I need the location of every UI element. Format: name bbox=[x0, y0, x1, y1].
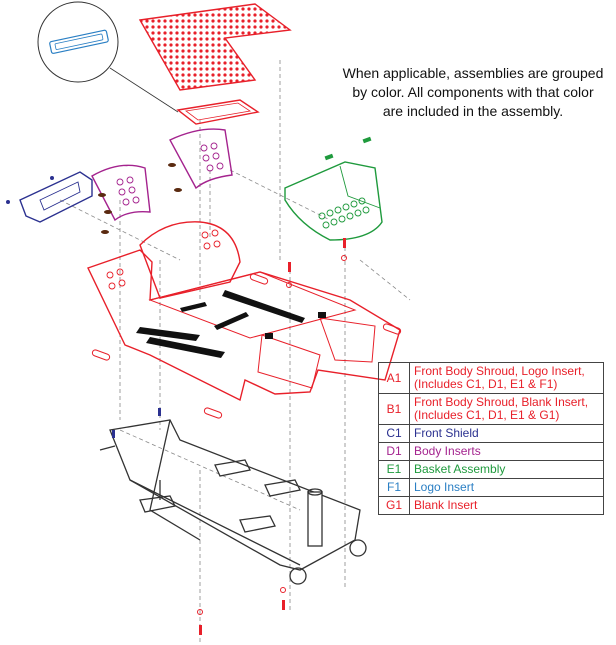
parts-legend-table: A1 Front Body Shroud, Logo Insert, (Incl… bbox=[378, 362, 604, 515]
legend-row-e1: E1 Basket Assembly bbox=[378, 460, 604, 479]
legend-code: A1 bbox=[378, 362, 410, 394]
legend-desc: Front Body Shroud, Blank Insert, (Includ… bbox=[409, 393, 604, 425]
legend-desc: Blank Insert bbox=[409, 496, 604, 515]
legend-row-d1: D1 Body Inserts bbox=[378, 442, 604, 461]
anti-slip-strips bbox=[136, 290, 326, 358]
note-line-2: by color. All components with that color bbox=[352, 84, 594, 100]
legend-desc: Front Shield bbox=[409, 424, 604, 443]
legend-row-b1: B1 Front Body Shroud, Blank Insert, (Inc… bbox=[378, 393, 604, 425]
legend-row-a1: A1 Front Body Shroud, Logo Insert, (Incl… bbox=[378, 362, 604, 394]
legend-code: F1 bbox=[378, 478, 410, 497]
legend-code: E1 bbox=[378, 460, 410, 479]
assembly-color-note: When applicable, assemblies are grouped … bbox=[338, 64, 608, 121]
legend-desc: Basket Assembly bbox=[409, 460, 604, 479]
legend-desc: Body Inserts bbox=[409, 442, 604, 461]
legend-desc: Front Body Shroud, Logo Insert, (Include… bbox=[409, 362, 604, 394]
legend-row-g1: G1 Blank Insert bbox=[378, 496, 604, 515]
body-insert-left bbox=[91, 164, 151, 222]
legend-code: B1 bbox=[378, 393, 410, 425]
logo-insert-plate bbox=[176, 99, 260, 125]
basket-assembly bbox=[284, 136, 383, 241]
logo-insert-callout bbox=[37, 1, 179, 113]
spacer-pads bbox=[91, 273, 402, 419]
top-cover-plate bbox=[138, 3, 292, 91]
legend-code: C1 bbox=[378, 424, 410, 443]
legend-row-f1: F1 Logo Insert bbox=[378, 478, 604, 497]
legend-row-c1: C1 Front Shield bbox=[378, 424, 604, 443]
note-line-1: When applicable, assemblies are grouped bbox=[342, 65, 604, 81]
note-line-3: are included in the assembly. bbox=[382, 103, 564, 119]
legend-code: D1 bbox=[378, 442, 410, 461]
legend-desc: Logo Insert bbox=[409, 478, 604, 497]
dashed-leader-lines bbox=[59, 60, 411, 645]
front-shield bbox=[6, 171, 93, 223]
hardware-fasteners bbox=[98, 163, 347, 635]
chassis-frame bbox=[99, 419, 367, 585]
legend-code: G1 bbox=[378, 496, 410, 515]
front-body-shroud bbox=[87, 221, 401, 402]
body-insert-top bbox=[169, 128, 233, 190]
